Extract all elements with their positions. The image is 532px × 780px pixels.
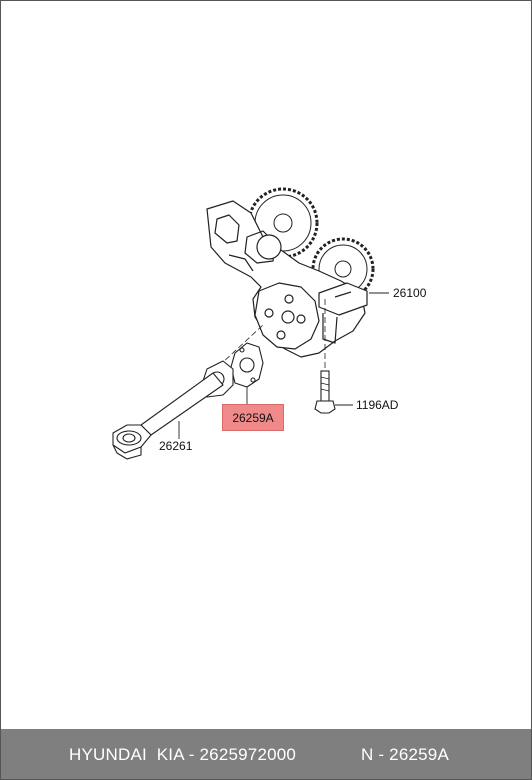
footer-part-info: HYUNDAI KIA - 2625972000 xyxy=(69,745,297,764)
gasket-26259A xyxy=(230,342,264,388)
exploded-parts-diagram xyxy=(112,187,389,460)
oil-pump-housing xyxy=(206,200,368,358)
callout-26100: 26100 xyxy=(393,286,427,300)
footer-ref-number: N - 26259A xyxy=(361,745,449,764)
leader-lines xyxy=(178,292,389,439)
oil-strainer-26261 xyxy=(112,360,234,460)
callout-26259A: 26259A xyxy=(232,411,274,425)
footer-bar: HYUNDAI KIA - 2625972000 N - 26259A xyxy=(1,729,531,779)
bolt-1196AD xyxy=(314,299,336,414)
callout-26261: 26261 xyxy=(159,439,193,453)
highlighted-part-label[interactable]: 26259A xyxy=(222,404,284,431)
callout-1196AD: 1196AD xyxy=(356,398,399,412)
